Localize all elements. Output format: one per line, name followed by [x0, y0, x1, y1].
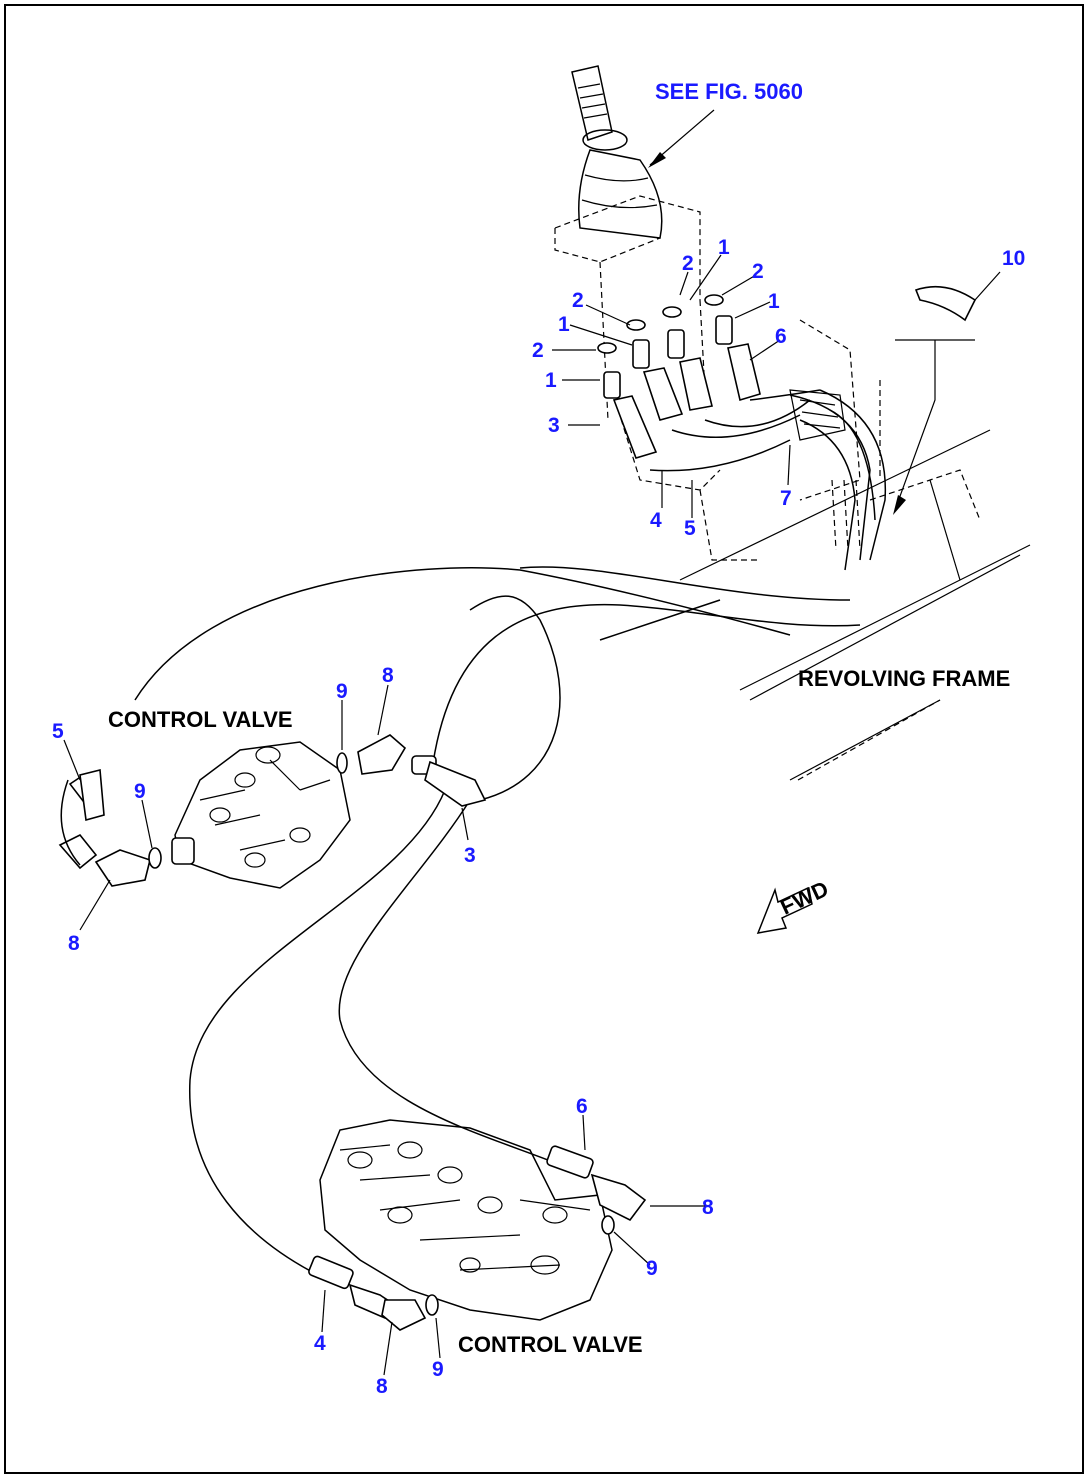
callout-1: 1	[768, 290, 780, 313]
callout-6: 6	[775, 325, 787, 348]
callout-8: 8	[702, 1196, 714, 1219]
callout-3: 3	[464, 844, 476, 867]
fwd-arrow: FWD	[756, 876, 832, 934]
callout-4: 4	[314, 1332, 326, 1355]
control-valve-upper-label: CONTROL VALVE	[108, 707, 293, 732]
figure-labels: SEE FIG. 5060 REVOLVING FRAME CONTROL VA…	[108, 79, 1010, 1357]
callout-7: 7	[780, 487, 792, 510]
revolving-frame	[679, 429, 1031, 781]
callout-2: 2	[532, 339, 544, 362]
ppc-hose-fittings	[597, 294, 887, 571]
callout-8: 8	[376, 1375, 388, 1398]
see-fig-label: SEE FIG. 5060	[655, 79, 803, 104]
drawing-frame	[4, 4, 1084, 1474]
callout-10: 10	[1002, 247, 1025, 270]
callout-9: 9	[646, 1257, 658, 1280]
callout-3: 3	[548, 414, 560, 437]
callout-leaders	[63, 254, 941, 1376]
fwd-label: FWD	[776, 876, 832, 920]
lower-control-valve	[308, 1119, 647, 1331]
leader-lines-top	[648, 109, 1001, 515]
callout-9: 9	[432, 1358, 444, 1381]
long-hoses	[134, 566, 861, 1276]
callout-5: 5	[52, 720, 64, 743]
callout-4: 4	[650, 509, 662, 532]
callout-5: 5	[684, 517, 696, 540]
callout-8: 8	[68, 932, 80, 955]
revolving-frame-label: REVOLVING FRAME	[798, 666, 1010, 691]
callout-1: 1	[545, 369, 557, 392]
callout-9: 9	[336, 680, 348, 703]
callout-2: 2	[572, 289, 584, 312]
callout-1: 1	[558, 313, 570, 336]
callout-9: 9	[134, 780, 146, 803]
control-valve-lower-label: CONTROL VALVE	[458, 1332, 643, 1357]
callout-2: 2	[682, 252, 694, 275]
upper-control-valve	[58, 734, 487, 889]
callout-2: 2	[752, 260, 764, 283]
callout-8: 8	[382, 664, 394, 687]
callout-1: 1	[718, 236, 730, 259]
callout-6: 6	[576, 1095, 588, 1118]
part-callouts: 1 2 2 1 6 10 2 1 2 1 3 4 5 7 5 9 8 9 8 3…	[52, 236, 1025, 1398]
